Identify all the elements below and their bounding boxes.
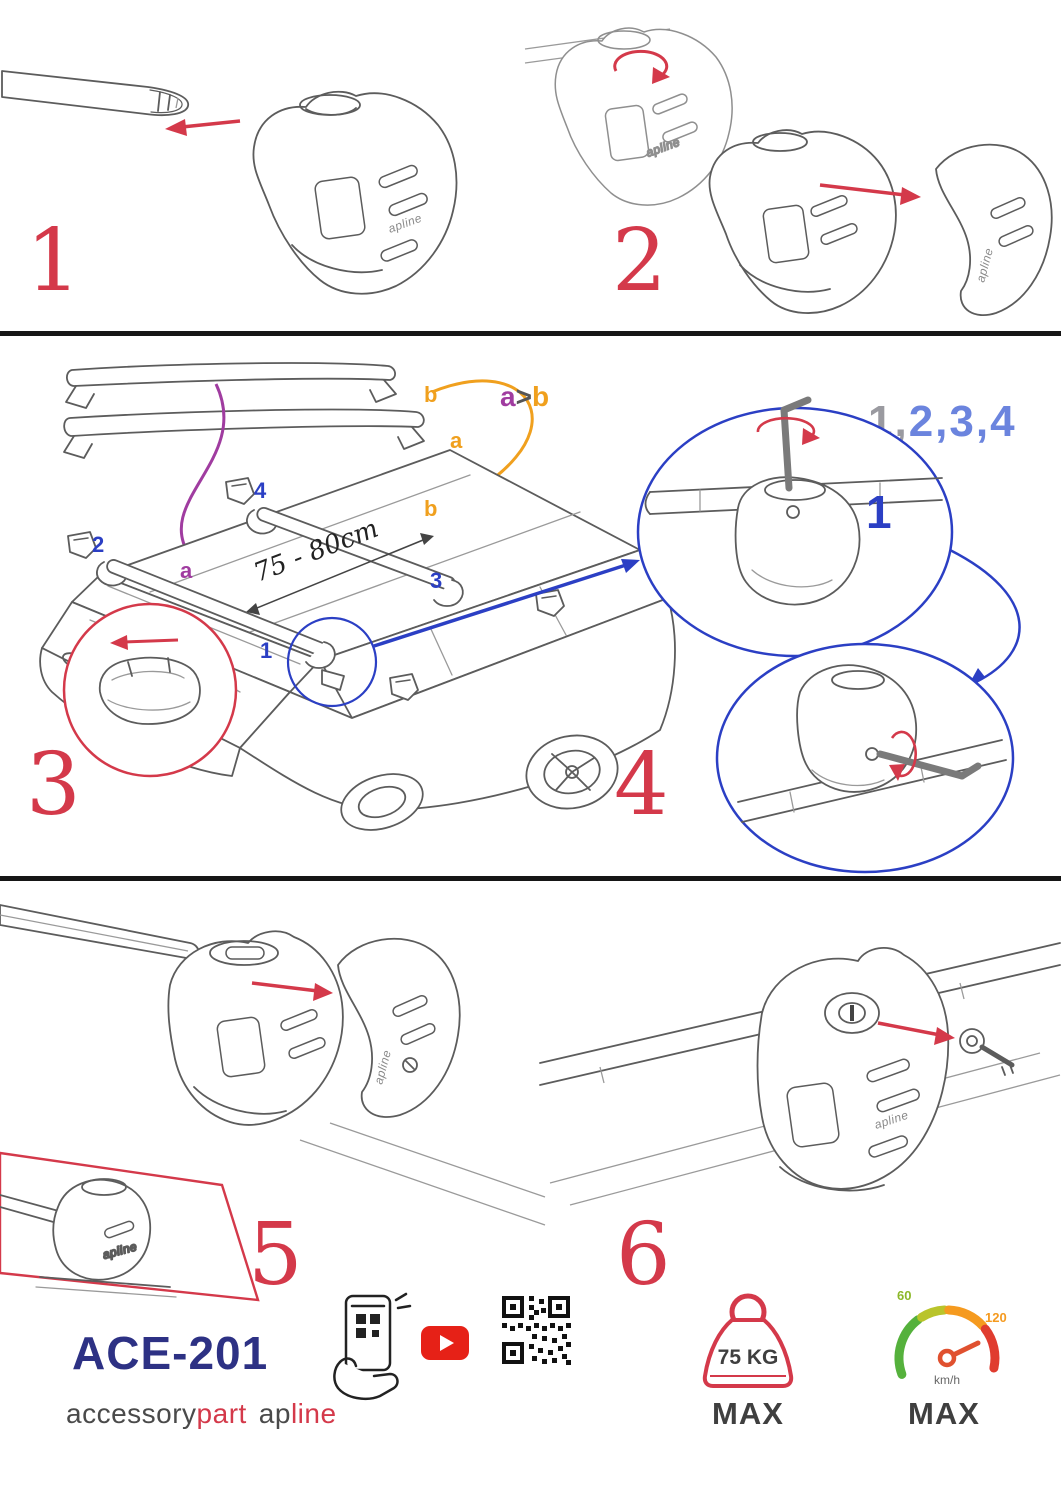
attach-cover-arrow <box>251 981 333 1001</box>
section-divider-2 <box>0 876 1061 881</box>
rotate-arrow <box>756 416 820 445</box>
detail-pointer-arrow <box>373 559 640 648</box>
section-divider-1 <box>0 331 1061 336</box>
step-4-number: 4 <box>614 735 669 835</box>
connector-curve <box>949 548 1021 684</box>
foot-cover: apline <box>935 143 1053 316</box>
max-load-label: MAX <box>712 1396 784 1431</box>
crossbar-b-loose <box>65 362 397 409</box>
speed-120-label: 120 <box>985 1310 1007 1325</box>
step-2-number: 2 <box>612 211 667 311</box>
brand-accessory: accessory <box>66 1398 197 1429</box>
crossbar-a-loose <box>63 408 425 459</box>
rule-a: a <box>500 381 516 412</box>
placement-zone: apline <box>0 1151 260 1302</box>
rotate-arrow-side <box>889 730 917 781</box>
clamp-parts <box>67 477 565 701</box>
insert-arrow <box>165 119 241 136</box>
label-bar-a: a <box>450 428 463 453</box>
car-label-2: 2 <box>92 532 104 557</box>
crossbar-tube <box>1 70 189 117</box>
step2-illustration: apline apline <box>524 27 1053 316</box>
step-1-number: 1 <box>26 211 81 311</box>
speed-60-label: 60 <box>897 1288 911 1303</box>
foot-cover: apline <box>337 937 461 1118</box>
step-6-number: 6 <box>616 1205 671 1305</box>
allen-key <box>780 396 812 492</box>
crossbar-b-mounted <box>246 506 464 607</box>
step1-illustration: apline <box>1 70 458 295</box>
car-label-b: b <box>424 496 437 521</box>
sequence-blue: 2,3,4 <box>909 397 1017 446</box>
car-label-4: 4 <box>254 478 267 503</box>
key-arrow <box>877 1021 955 1045</box>
play-icon <box>439 1335 454 1351</box>
brand-part: part <box>196 1398 247 1429</box>
step6-illustration: apline <box>539 942 1061 1206</box>
car-label-3: 3 <box>430 568 442 593</box>
car-position-inset <box>62 602 238 778</box>
remove-cover-arrow <box>819 183 921 205</box>
foot-with-cover-ghost: apline <box>554 27 733 206</box>
rule-gt: > <box>516 381 532 412</box>
model-code: ACE-201 <box>72 1327 269 1379</box>
speedometer-icon: 60 120 km/h <box>894 1288 1007 1387</box>
rack-foot: apline <box>252 90 458 295</box>
brand-line-suffix: line <box>290 1398 337 1429</box>
rule-b: b <box>532 381 549 412</box>
lock-key <box>959 1028 1015 1076</box>
qr-scan-phone-icon <box>333 1292 412 1400</box>
max-load-value: 75 KG <box>718 1346 779 1369</box>
youtube-icon <box>421 1326 469 1360</box>
car-label-1: 1 <box>260 638 272 663</box>
step-5-number: 5 <box>248 1205 303 1305</box>
detail-step-label: 1 <box>866 486 892 538</box>
rack-foot <box>167 930 344 1126</box>
step3-4-illustration: b a a>b 1,2,3,4 <box>39 362 1021 874</box>
qr-code <box>502 1296 572 1366</box>
sequence-1234: 1,2,3,4 <box>868 397 1017 446</box>
detail-tighten-side <box>715 642 1015 874</box>
speed-unit-label: km/h <box>934 1373 960 1387</box>
brand-ap: ap <box>258 1398 291 1429</box>
allen-key-side <box>876 750 982 780</box>
foot-highlight-circle <box>286 616 378 708</box>
car-label-a: a <box>180 558 193 583</box>
rotate-cover-arrow <box>613 49 670 84</box>
rack-foot <box>708 129 897 314</box>
label-bar-b: b <box>424 382 437 407</box>
detail-tighten-top: 1 <box>636 396 954 658</box>
rack-foot: apline <box>756 947 950 1192</box>
max-speed-label: MAX <box>908 1396 980 1431</box>
max-load-icon: 75 KG <box>702 1293 794 1388</box>
step5-illustration: apline apline <box>0 904 546 1302</box>
crossbar-a-mounted <box>96 559 336 669</box>
step-3-number: 3 <box>26 735 81 835</box>
rule-a-gt-b: a>b <box>500 381 549 412</box>
